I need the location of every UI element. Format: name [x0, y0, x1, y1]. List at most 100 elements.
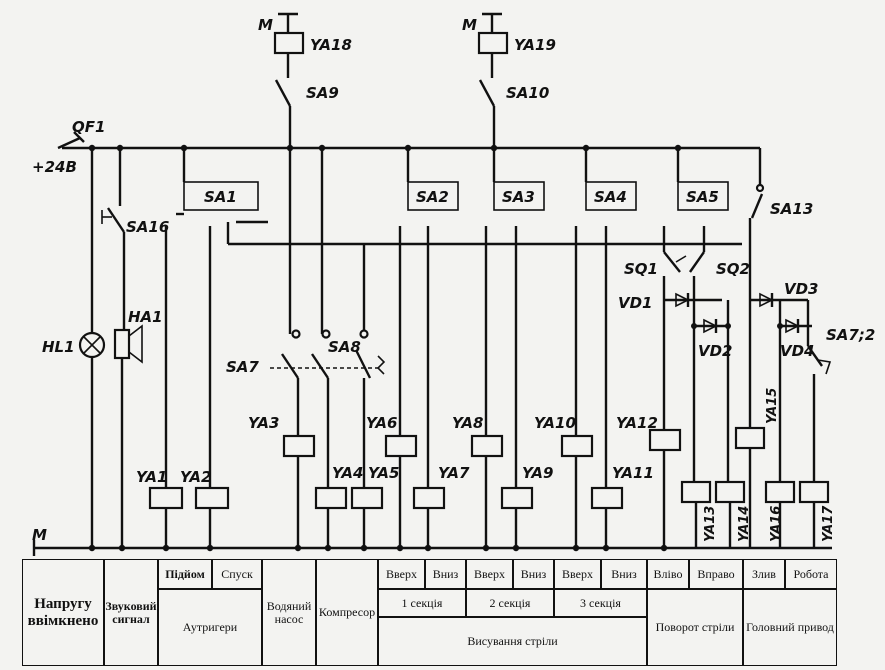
vd1-vd2-diodes [664, 292, 731, 482]
label-sq2: SQ2 [716, 260, 750, 278]
label-ya14: YA14 [737, 506, 752, 542]
cell-down2: Вниз [513, 559, 554, 589]
label-ya4: YA4 [332, 464, 363, 482]
label-ya3: YA3 [248, 414, 279, 432]
ya16-coil [764, 480, 796, 504]
ya2-coil [194, 486, 230, 510]
label-sa10: SA10 [506, 84, 549, 102]
ya5-coil [350, 486, 384, 510]
label-sa16: SA16 [126, 218, 169, 236]
label-ya15: YA15 [765, 388, 780, 424]
label-sa7: SA7 [226, 358, 259, 376]
cell-section2: 2 секція [466, 589, 554, 617]
cell-drain: Злив [743, 559, 785, 589]
sq-limit-switches [662, 251, 705, 436]
label-ya5: YA5 [368, 464, 399, 482]
ha1-branch [101, 148, 143, 552]
ya17-coil [798, 480, 830, 504]
cell-up3: Вверх [554, 559, 601, 589]
label-plus24: +24B [32, 158, 77, 176]
sa2-switch [398, 148, 459, 488]
label-ya7: YA7 [438, 464, 470, 482]
cell-section3: 3 секція [554, 589, 647, 617]
label-sa8: SA8 [328, 338, 361, 356]
label-ya13: YA13 [703, 506, 718, 542]
sa1-switch [164, 148, 268, 488]
cell-boom-rotate: Поворот стріли [647, 589, 743, 666]
cell-down3: Вниз [601, 559, 647, 589]
ya18-branch [273, 12, 305, 148]
cell-water-pump: Водя­ний на­сос [262, 559, 316, 666]
cell-left: Вліво [647, 559, 689, 589]
sa7-sa8-switches [270, 148, 386, 488]
cell-boom-extend: Висування стріли [378, 617, 647, 666]
label-sa9: SA9 [306, 84, 339, 102]
label-ya1: YA1 [136, 468, 167, 486]
cell-section1: 1 секція [378, 589, 466, 617]
label-ya10: YA10 [534, 414, 576, 432]
ya14-coil [714, 480, 746, 504]
label-sa4: SA4 [594, 188, 627, 206]
cell-power-on: Напругу ввімкнено [22, 559, 104, 666]
label-ya16: YA16 [769, 506, 784, 542]
cell-outriggers: Аутригери [158, 589, 262, 666]
label-m-bus: M [32, 526, 47, 544]
cell-lift: Підйом [158, 559, 212, 589]
cell-up1: Вверх [378, 559, 425, 589]
sa3-switch [484, 148, 545, 488]
cell-down1: Вниз [425, 559, 466, 589]
label-qf1: QF1 [72, 118, 105, 136]
label-sa5: SA5 [686, 188, 719, 206]
label-vd4: VD4 [780, 342, 815, 360]
label-ya19: YA19 [514, 36, 556, 54]
ya19-branch [477, 12, 509, 148]
label-sq1: SQ1 [624, 260, 658, 278]
ya8-coil [470, 434, 504, 458]
cell-main-drive: Головний привод [743, 589, 837, 666]
sa5-switch [662, 148, 729, 252]
label-m-top2: M [462, 16, 477, 34]
label-hl1: HL1 [42, 338, 75, 356]
ya11-coil [590, 486, 624, 510]
label-sa7-2: SA7;2 [826, 326, 875, 344]
label-sa3: SA3 [502, 188, 535, 206]
ya6-coil [384, 434, 418, 458]
ya4-coil [314, 486, 348, 510]
ya13-coil [680, 480, 712, 504]
sa13-branch [748, 148, 832, 482]
cell-sound: Звуко­вий сиг­нал [104, 559, 158, 666]
label-m-top1: M [258, 16, 273, 34]
qf1-breaker [57, 136, 81, 150]
label-ha1: HA1 [128, 308, 163, 326]
label-sa1: SA1 [204, 188, 237, 206]
label-vd2: VD2 [698, 342, 733, 360]
label-ya17: YA17 [821, 505, 836, 542]
ya12-coil [648, 428, 682, 452]
ya3-coil [282, 434, 316, 458]
label-ya8: YA8 [452, 414, 483, 432]
cell-compressor: Комп­ресор [316, 559, 378, 666]
sa4-switch [574, 148, 637, 488]
label-ya11: YA11 [612, 464, 654, 482]
hl1-lamp [78, 148, 106, 552]
cell-right: Вправо [689, 559, 743, 589]
ya1-coil [148, 486, 184, 510]
label-ya12: YA12 [616, 414, 658, 432]
cell-work: Робота [785, 559, 837, 589]
label-vd3: VD3 [784, 280, 819, 298]
ya9-coil [500, 486, 534, 510]
label-ya9: YA9 [522, 464, 553, 482]
label-ya6: YA6 [366, 414, 397, 432]
label-ya18: YA18 [310, 36, 352, 54]
cell-up2: Вверх [466, 559, 513, 589]
label-ya2: YA2 [180, 468, 211, 486]
cell-lower: Спуск [212, 559, 262, 589]
label-vd1: VD1 [618, 294, 653, 312]
ya15-coil [734, 426, 766, 450]
ya7-coil [412, 486, 446, 510]
label-sa2: SA2 [416, 188, 449, 206]
label-sa13: SA13 [770, 200, 813, 218]
ya10-coil [560, 434, 594, 458]
